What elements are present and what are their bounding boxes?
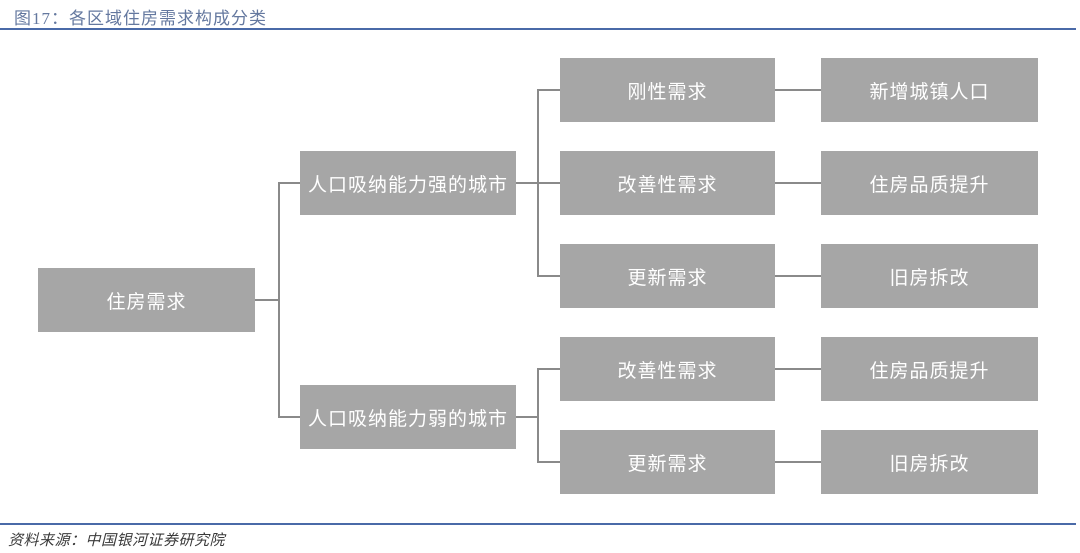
node-housing-demand: 住房需求 xyxy=(38,268,255,332)
node-weak-renewal-demand: 更新需求 xyxy=(560,430,775,494)
connector-renewal-to-renovation-strong xyxy=(775,275,821,277)
node-strong-old-house-renovation: 旧房拆改 xyxy=(821,244,1038,308)
connector-improvement-to-quality-strong xyxy=(775,182,821,184)
connector-weak-demand-bracket xyxy=(537,368,539,463)
connector-rigid-demand-stub xyxy=(537,89,560,91)
connector-strong-renewal-stub xyxy=(537,275,560,277)
connector-strong-city-stub xyxy=(278,182,300,184)
node-weak-old-house-renovation: 旧房拆改 xyxy=(821,430,1038,494)
connector-renewal-to-renovation-weak xyxy=(775,461,821,463)
connector-weak-renewal-stub xyxy=(537,461,560,463)
connector-rigid-to-population xyxy=(775,89,821,91)
node-strong-renewal-demand: 更新需求 xyxy=(560,244,775,308)
top-divider xyxy=(0,28,1076,30)
connector-root-stub xyxy=(255,299,278,301)
node-weak-housing-quality: 住房品质提升 xyxy=(821,337,1038,401)
node-weak-city: 人口吸纳能力弱的城市 xyxy=(300,385,516,449)
node-strong-improvement-demand: 改善性需求 xyxy=(560,151,775,215)
node-strong-housing-quality: 住房品质提升 xyxy=(821,151,1038,215)
figure-title: 图17：各区域住房需求构成分类 xyxy=(14,9,267,28)
node-weak-improvement-demand: 改善性需求 xyxy=(560,337,775,401)
connector-weak-improvement-stub xyxy=(537,368,560,370)
connector-city-bracket xyxy=(278,182,280,418)
node-new-urban-population: 新增城镇人口 xyxy=(821,58,1038,122)
connector-strong-demand-bracket xyxy=(537,89,539,277)
bottom-divider xyxy=(0,523,1076,525)
node-strong-rigid-demand: 刚性需求 xyxy=(560,58,775,122)
connector-weak-city-stub xyxy=(278,416,300,418)
connector-improvement-to-quality-weak xyxy=(775,368,821,370)
source-note: 资料来源：中国银河证券研究院 xyxy=(8,533,226,549)
connector-weak-city-out xyxy=(516,416,539,418)
node-strong-city: 人口吸纳能力强的城市 xyxy=(300,151,516,215)
